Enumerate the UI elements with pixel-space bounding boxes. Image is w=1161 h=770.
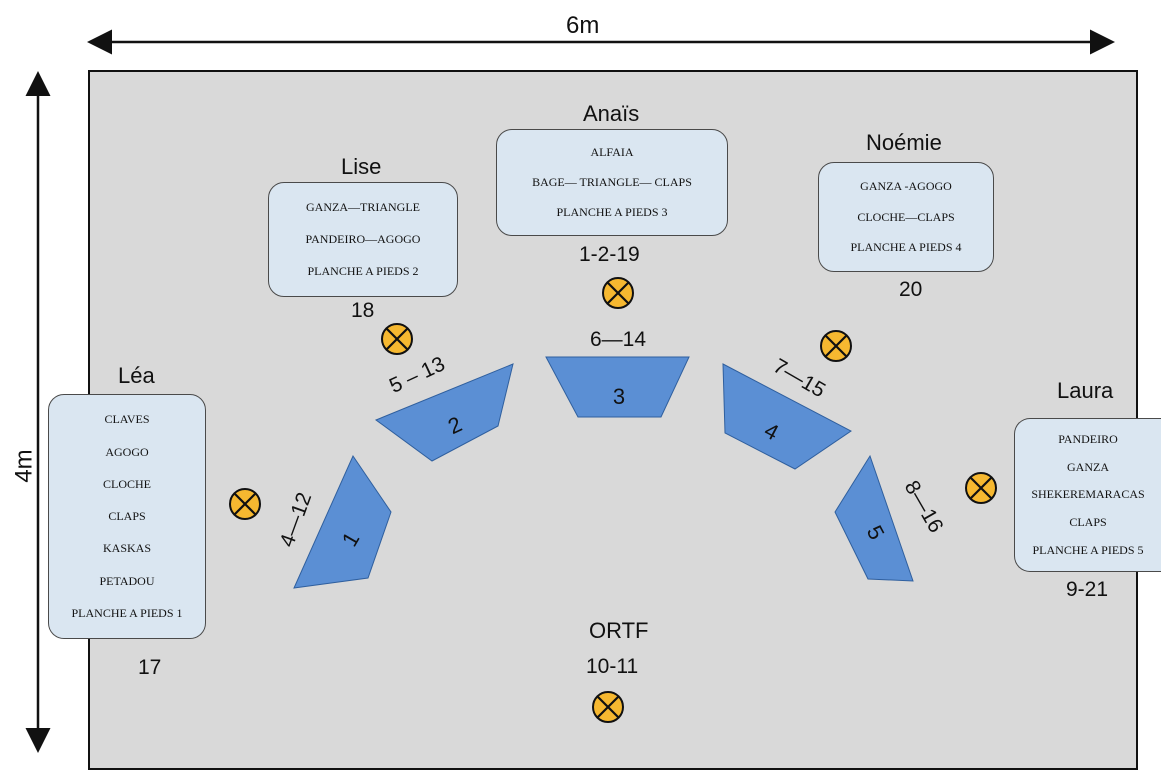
instrument-item: PANDEIRO—AGOGO <box>305 232 421 246</box>
instrument-item: AGOGO <box>105 444 149 459</box>
width-label: 6m <box>566 12 600 39</box>
circled-x-icon <box>602 277 634 309</box>
performer-number-anais: 1-2-19 <box>579 243 640 266</box>
instrument-item: PETADOU <box>99 573 155 588</box>
speaker-1 <box>293 454 392 589</box>
instrument-item: GANZA <box>1067 459 1109 474</box>
ortf-label: ORTF <box>589 618 649 643</box>
circled-x-icon <box>965 472 997 504</box>
instrument-box-lea: CLAVES AGOGO CLOCHE CLAPS KASKAS PETADOU… <box>48 394 206 639</box>
speaker-numbers: 4—12 <box>276 490 317 551</box>
instrument-item: SHEKEREMARACAS <box>1031 487 1145 502</box>
performer-number-lise: 18 <box>351 299 375 322</box>
instrument-item: BAGE— TRIANGLE— CLAPS <box>532 175 692 189</box>
speaker-3 <box>545 356 690 418</box>
circled-x-icon <box>381 323 413 355</box>
instrument-item: PLANCHE A PIEDS 4 <box>850 240 962 255</box>
performer-name-lea: Léa <box>118 363 155 388</box>
speaker-numbers: 8—16 <box>900 477 948 537</box>
instrument-item: PANDEIRO <box>1058 431 1118 446</box>
speaker-5 <box>834 454 914 582</box>
instrument-box-laura: PANDEIRO GANZA SHEKEREMARACAS CLAPS PLAN… <box>1014 418 1161 572</box>
instrument-item: CLOCHE <box>103 476 151 491</box>
instrument-item: KASKAS <box>102 541 151 556</box>
instrument-item: GANZA—TRIANGLE <box>306 200 420 214</box>
performer-number-noemie: 20 <box>899 278 923 301</box>
instrument-item: CLAVES <box>104 412 150 427</box>
instrument-item: PLANCHE A PIEDS 2 <box>307 264 419 278</box>
circled-x-icon <box>229 488 261 520</box>
instrument-item: GANZA -AGOGO <box>860 178 952 193</box>
speaker-numbers: 6—14 <box>590 328 646 351</box>
performer-name-noemie: Noémie <box>866 130 942 155</box>
instrument-box-noemie: GANZA -AGOGO CLOCHE—CLAPS PLANCHE A PIED… <box>818 162 994 272</box>
instrument-box-anais: ALFAIA BAGE— TRIANGLE— CLAPS PLANCHE A P… <box>496 129 728 236</box>
performer-number-lea: 17 <box>138 656 162 679</box>
performer-number-laura: 9-21 <box>1066 578 1109 601</box>
ortf-number: 10-11 <box>586 655 639 678</box>
instrument-item: PLANCHE A PIEDS 1 <box>71 605 183 620</box>
instrument-item: CLAPS <box>1069 515 1107 530</box>
instrument-item: PLANCHE A PIEDS 5 <box>1032 543 1144 558</box>
circled-x-icon <box>592 691 624 723</box>
instrument-item: PLANCHE A PIEDS 3 <box>556 205 668 219</box>
performer-name-laura: Laura <box>1057 378 1114 403</box>
speaker-4 <box>722 363 852 470</box>
instrument-item: CLAPS <box>108 509 146 523</box>
instrument-box-lise: GANZA—TRIANGLE PANDEIRO—AGOGO PLANCHE A … <box>268 182 458 297</box>
speaker-2 <box>374 363 514 462</box>
performer-name-anais: Anaïs <box>583 101 640 126</box>
performer-name-lise: Lise <box>341 154 382 179</box>
speaker-label: 3 <box>613 384 625 409</box>
instrument-item: CLOCHE—CLAPS <box>857 209 955 224</box>
instrument-item: ALFAIA <box>590 145 634 159</box>
speaker-numbers: 5 – 13 <box>386 352 449 398</box>
circled-x-icon <box>820 330 852 362</box>
